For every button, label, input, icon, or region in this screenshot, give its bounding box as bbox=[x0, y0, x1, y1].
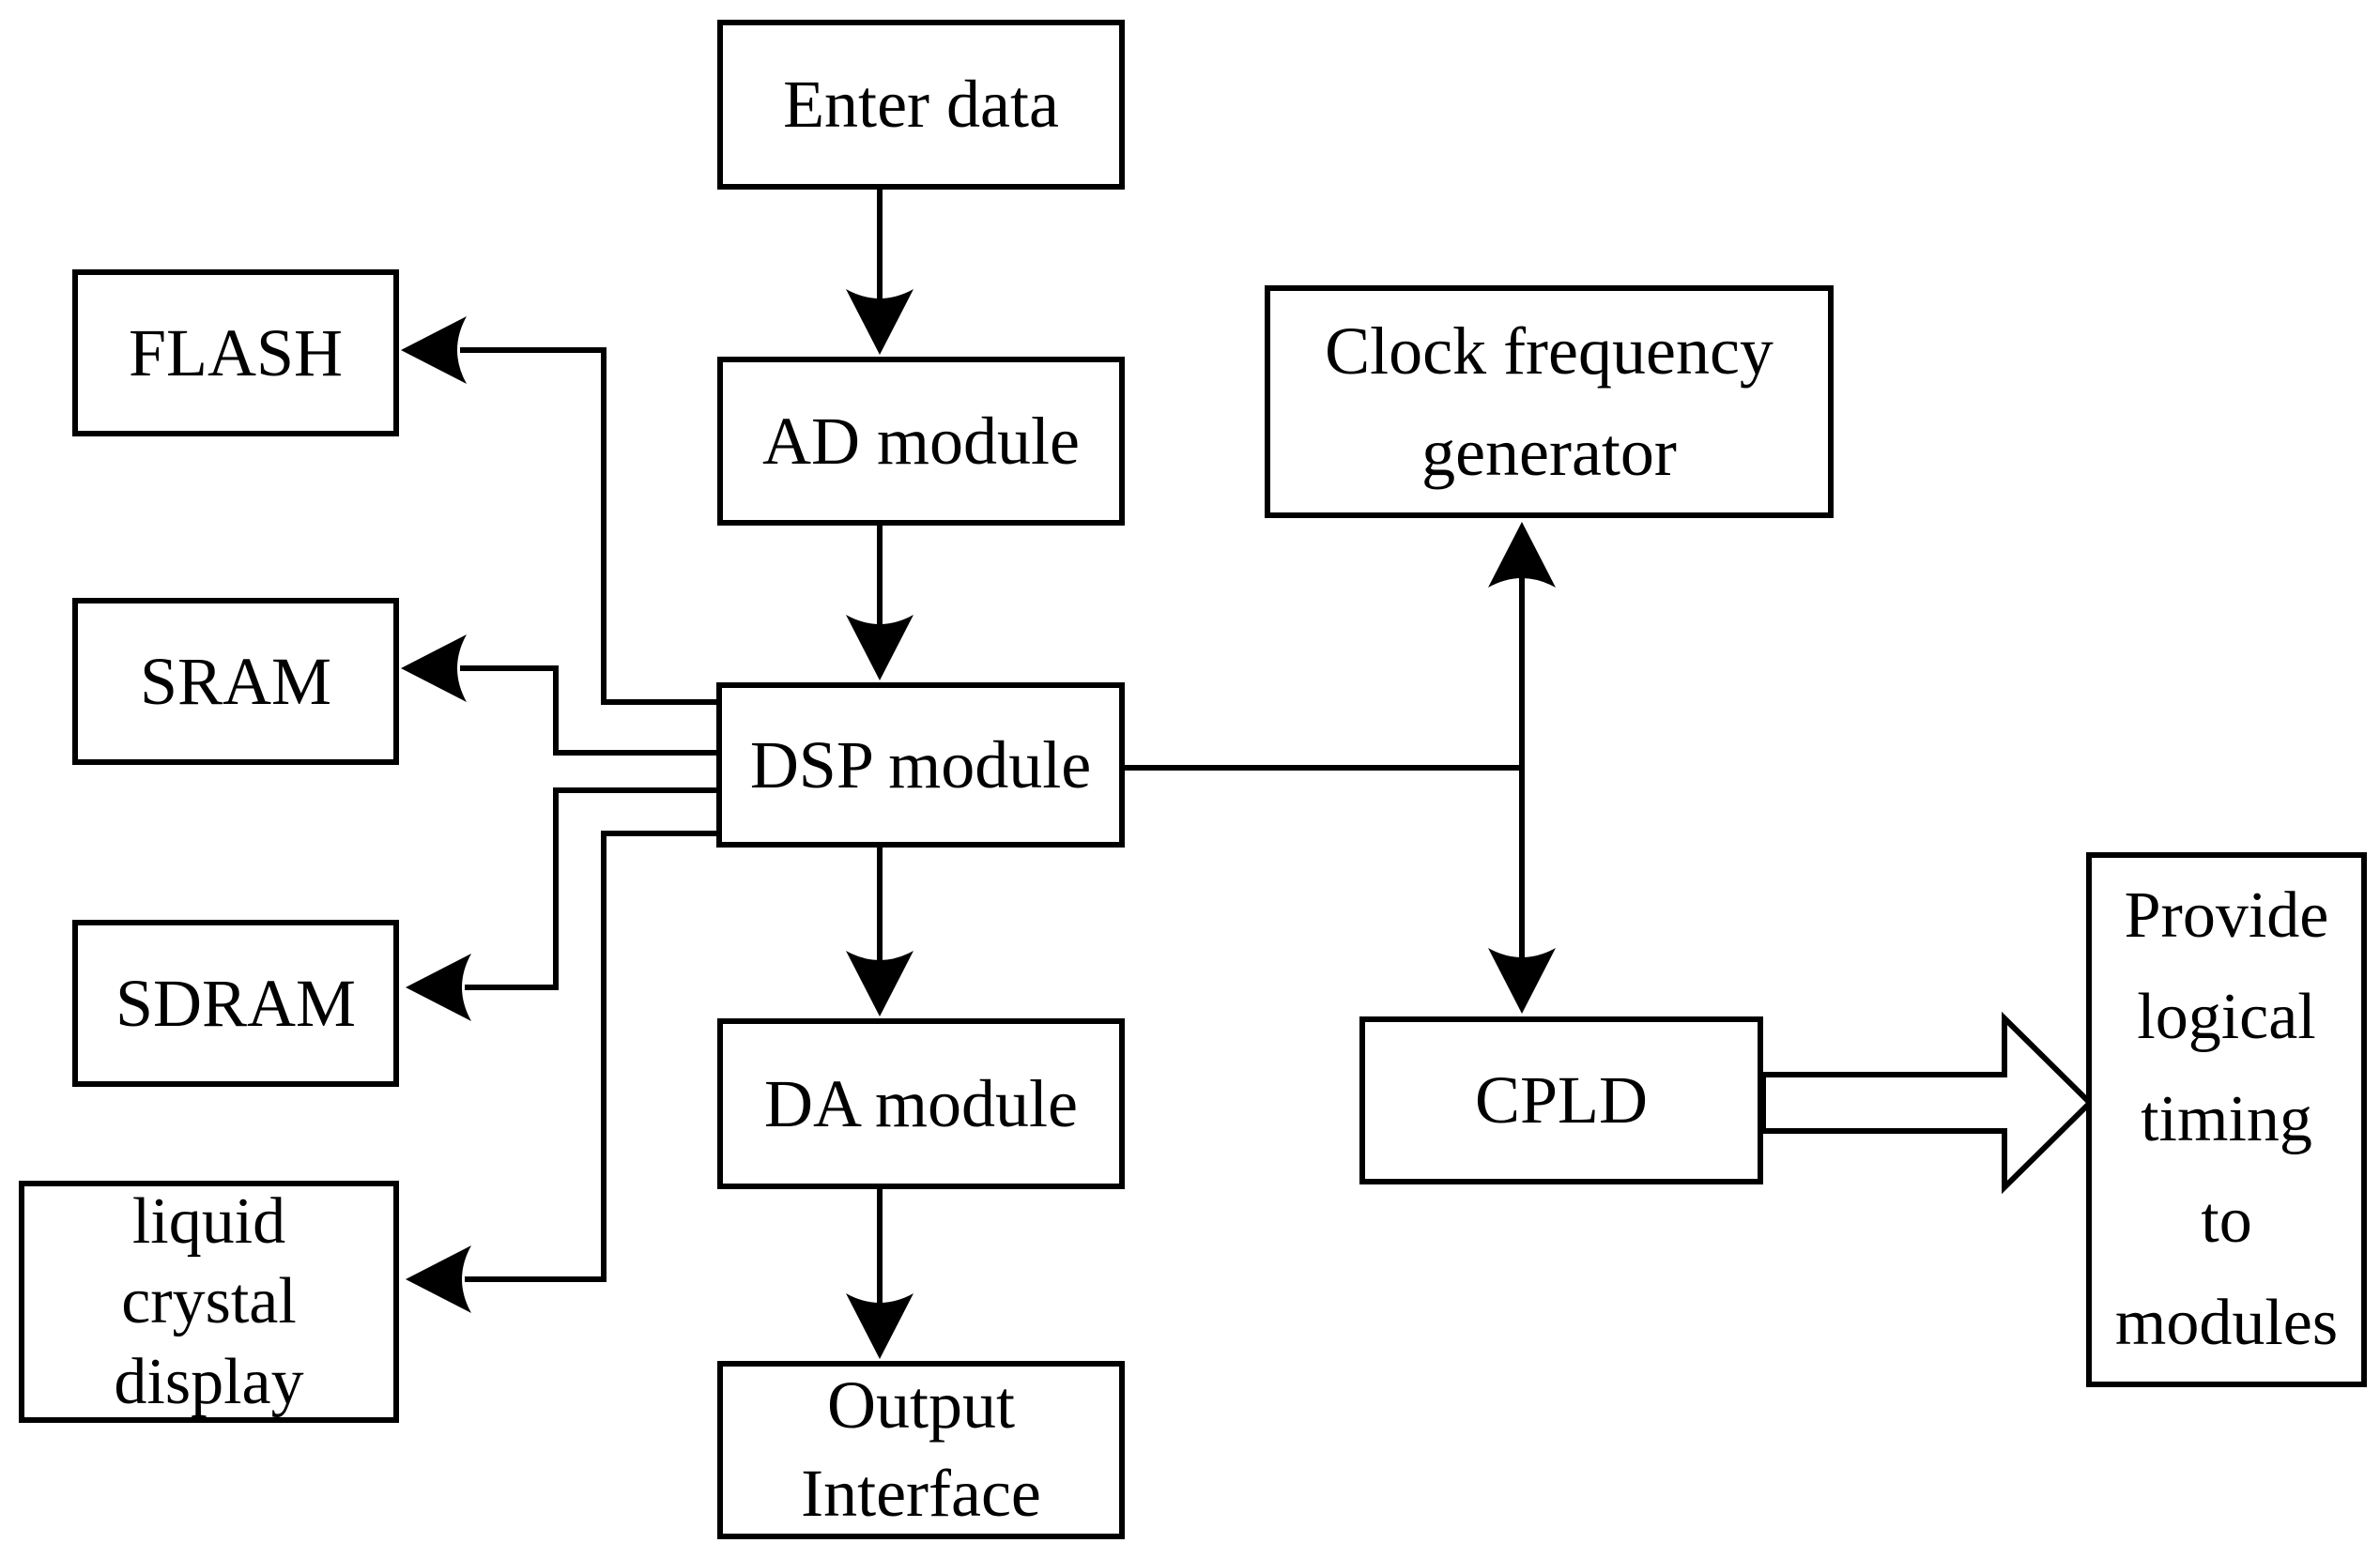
da-module-label: DA module bbox=[764, 1065, 1078, 1141]
ad-module-box: AD module bbox=[717, 357, 1125, 526]
lcd-box: liquid crystal display bbox=[19, 1181, 399, 1423]
ad-module-label: AD module bbox=[762, 403, 1080, 479]
provide-timing-label-line5: modules bbox=[2114, 1286, 2339, 1359]
provide-logical-timing-box: Provide logical timing to modules bbox=[2086, 852, 2367, 1387]
sram-label: SRAM bbox=[139, 643, 332, 719]
arrow-ad-to-dsp bbox=[846, 526, 914, 680]
arrow-dsp-to-lcd bbox=[406, 831, 716, 1313]
arrow-dsp-to-sram bbox=[401, 634, 716, 756]
enter-data-label: Enter data bbox=[783, 67, 1059, 143]
provide-timing-label-line3: timing bbox=[2141, 1082, 2312, 1155]
clock-generator-label-line2: generator bbox=[1421, 415, 1677, 490]
flash-label: FLASH bbox=[128, 314, 344, 390]
output-interface-label-line2: Interface bbox=[801, 1456, 1041, 1531]
arrow-da-to-output bbox=[846, 1189, 914, 1359]
cpld-box: CPLD bbox=[1359, 1016, 1763, 1184]
clock-generator-label-line1: Clock frequency bbox=[1325, 313, 1773, 389]
provide-timing-label-line1: Provide bbox=[2124, 878, 2329, 952]
lcd-label-line3: display bbox=[114, 1345, 304, 1418]
cpld-label: CPLD bbox=[1474, 1062, 1649, 1138]
enter-data-box: Enter data bbox=[717, 20, 1125, 190]
arrow-dsp-to-da bbox=[846, 848, 914, 1016]
provide-timing-label-line4: to bbox=[2201, 1184, 2252, 1258]
block-arrow-cpld-to-provide bbox=[1760, 1011, 2095, 1195]
arrow-dsp-to-flash bbox=[401, 316, 716, 705]
arrow-clock-cpld-bidirectional bbox=[1488, 522, 1556, 1014]
sdram-box: SDRAM bbox=[72, 920, 399, 1087]
da-module-box: DA module bbox=[717, 1018, 1125, 1189]
arrow-dsp-to-sdram bbox=[406, 787, 716, 1021]
dsp-module-label: DSP module bbox=[749, 726, 1092, 802]
flash-box: FLASH bbox=[72, 269, 399, 436]
lcd-label-line2: crystal bbox=[121, 1265, 297, 1338]
output-interface-label-line1: Output bbox=[826, 1367, 1015, 1444]
lcd-label-line1: liquid bbox=[131, 1184, 286, 1258]
dsp-module-box: DSP module bbox=[716, 682, 1125, 848]
output-interface-box: Output Interface bbox=[717, 1361, 1125, 1539]
sdram-label: SDRAM bbox=[115, 965, 357, 1041]
provide-timing-label-line2: logical bbox=[2137, 981, 2316, 1054]
arrow-enter-to-ad bbox=[846, 190, 914, 355]
sram-box: SRAM bbox=[72, 598, 399, 765]
clock-frequency-generator-box: Clock frequency generator bbox=[1265, 285, 1834, 518]
